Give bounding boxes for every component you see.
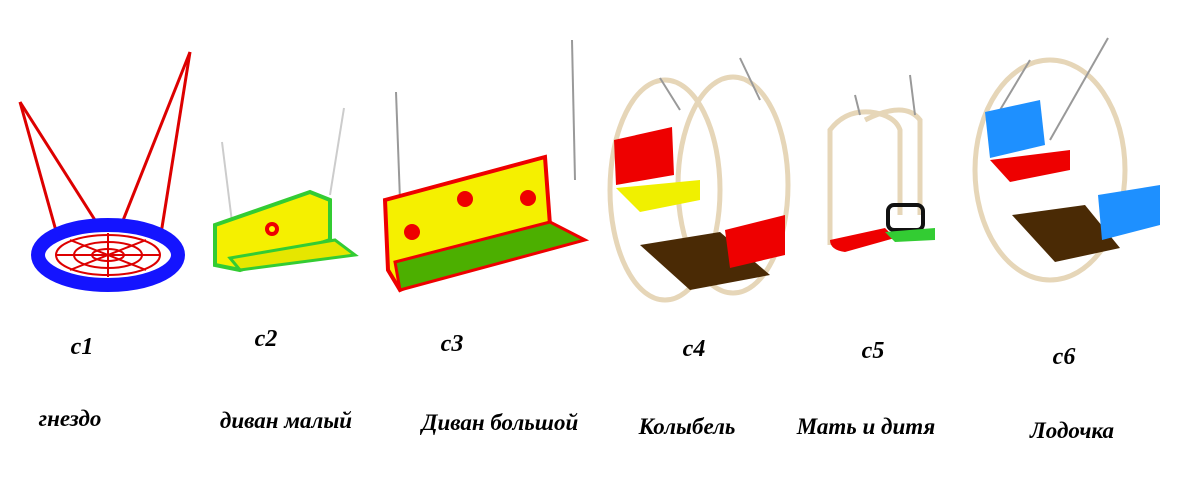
nest-swing-image <box>18 51 192 292</box>
item-name-boat: Лодочка <box>1030 418 1114 443</box>
item-code-c1: c1 <box>70 334 94 360</box>
item-name-large-sofa: Диван большой <box>421 410 579 435</box>
item-name-small-sofa: диван малый <box>219 408 353 433</box>
small-sofa-swing-image <box>213 107 359 273</box>
item-code-c4: c4 <box>682 336 706 362</box>
item-name-mother-and-child: Мать и дитя <box>796 414 936 439</box>
item-code-c5: c5 <box>861 338 885 364</box>
item-name-cradle: Колыбель <box>638 414 736 439</box>
item-code-c3: c3 <box>440 331 464 357</box>
item-name-nest: гнездо <box>38 406 102 431</box>
boat-swing-image <box>972 37 1160 283</box>
mother-and-child-swing-image <box>827 74 935 252</box>
cradle-swing-image <box>607 57 791 303</box>
large-sofa-swing-image <box>382 39 590 293</box>
item-code-c2: c2 <box>254 326 278 352</box>
item-code-c6: c6 <box>1052 344 1076 370</box>
